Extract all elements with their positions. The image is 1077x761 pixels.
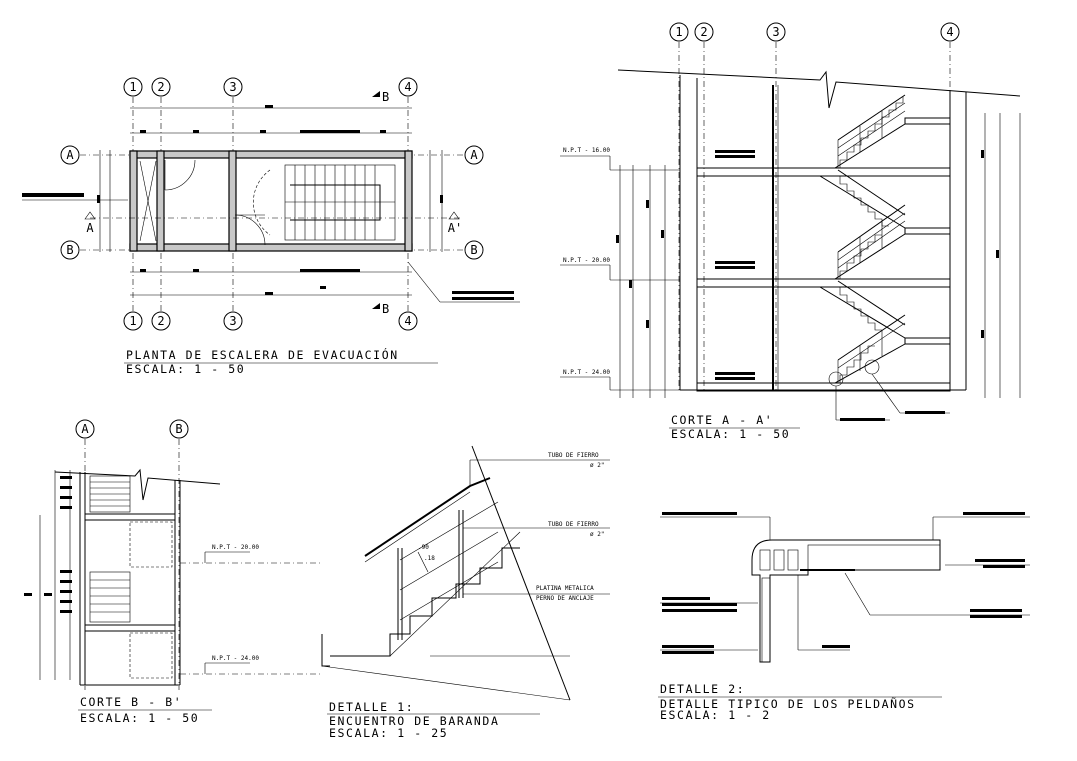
plan-grid-4-top: 4: [404, 80, 411, 94]
plan-stair: [253, 164, 396, 241]
aa-level-24: N.P.T - 24.00: [563, 369, 610, 376]
detail1-scale: ESCALA: 1 - 25: [329, 726, 448, 740]
aa-dimension-marks: [616, 150, 999, 380]
plan-grid-2-bottom: 2: [157, 314, 164, 328]
bb-grid-a: A: [81, 422, 89, 436]
section-aa-title: CORTE A - A': [671, 413, 773, 427]
plan-dimension-marks: [22, 105, 443, 295]
section-aa-scale: ESCALA: 1 - 50: [671, 427, 790, 441]
detail1-perno: PERNO DE ANCLAJE: [536, 595, 594, 602]
plan-cut-b-bottom: B: [382, 302, 389, 316]
detail1-tubo-2: TUBO DE FIERRO: [548, 521, 599, 528]
plan-grid-1-top: 1: [129, 80, 136, 94]
detail1-tubo-2-dim: ø 2": [590, 531, 604, 538]
section-aa-railings: [837, 94, 906, 383]
plan-grid-b-right: B: [470, 243, 477, 257]
detail2-title: DETALLE 2:: [660, 682, 745, 696]
section-bb-title: CORTE B - B': [80, 695, 182, 709]
plan-grid-b-left: B: [66, 243, 73, 257]
plan-grid-top: 1 2 3 4: [123, 77, 418, 97]
aa-grid-1: 1: [675, 25, 682, 39]
section-aa-stairs: [819, 96, 906, 384]
detail1-view: TUBO DE FIERRO ø 2" TUBO DE FIERRO ø 2" …: [321, 445, 610, 740]
plan-grid-1-bottom: 1: [129, 314, 136, 328]
aa-level-20: N.P.T - 20.00: [563, 257, 610, 264]
plan-scale: ESCALA: 1 - 50: [126, 362, 245, 376]
plan-grid-a-right: A: [470, 148, 478, 162]
plan-cut-a: A: [86, 221, 94, 235]
aa-grid-4: 4: [946, 25, 953, 39]
bb-level-20: N.P.T - 20.00: [212, 544, 259, 551]
section-aa-grid: 1 2 3 4: [669, 22, 960, 42]
aa-grid-3: 3: [772, 25, 779, 39]
bb-dimension-marks: [24, 476, 72, 613]
bb-stair-elevation: [89, 475, 173, 679]
bb-grid-b: B: [175, 422, 182, 436]
detail2-subtitle: DETALLE TIPICO DE LOS PELDAÑOS: [660, 696, 916, 711]
plan-grid-letters: A B A B: [60, 145, 484, 260]
plan-grid-a-left: A: [66, 148, 74, 162]
detail1-dim-a: .90: [418, 544, 429, 551]
detail2-scale: ESCALA: 1 - 2: [660, 708, 771, 722]
section-bb-view: A B: [24, 419, 320, 725]
bb-level-24: N.P.T - 24.00: [212, 655, 259, 662]
detail1-platina: PLATINA METALICA: [536, 585, 594, 592]
plan-grid-3-top: 3: [229, 80, 236, 94]
plan-grid-2-top: 2: [157, 80, 164, 94]
plan-view: 1 2 3 4 1 2 3 4 A B A B: [22, 77, 520, 376]
detail2-view: DETALLE 2: DETALLE TIPICO DE LOS PELDAÑO…: [658, 512, 1030, 722]
detail1-dim-b: .18: [424, 555, 435, 562]
aa-level-16: N.P.T - 16.00: [563, 147, 610, 154]
plan-cut-a-prime: A': [448, 221, 462, 235]
detail1-subtitle: ENCUENTRO DE BARANDA: [329, 714, 499, 728]
section-aa-view: 1 2 3 4: [560, 22, 1021, 441]
section-bb-scale: ESCALA: 1 - 50: [80, 711, 199, 725]
plan-title: PLANTA DE ESCALERA DE EVACUACIÓN: [126, 347, 399, 362]
detail1-title: DETALLE 1:: [329, 700, 414, 714]
plan-cut-b-top: B: [382, 90, 389, 104]
plan-grid-4-bottom: 4: [404, 314, 411, 328]
detail1-tubo-1: TUBO DE FIERRO: [548, 452, 599, 459]
aa-grid-2: 2: [700, 25, 707, 39]
plan-grid-bottom: 1 2 3 4: [123, 311, 418, 331]
detail1-tubo-1-dim: ø 2": [590, 462, 604, 469]
plan-grid-3-bottom: 3: [229, 314, 236, 328]
